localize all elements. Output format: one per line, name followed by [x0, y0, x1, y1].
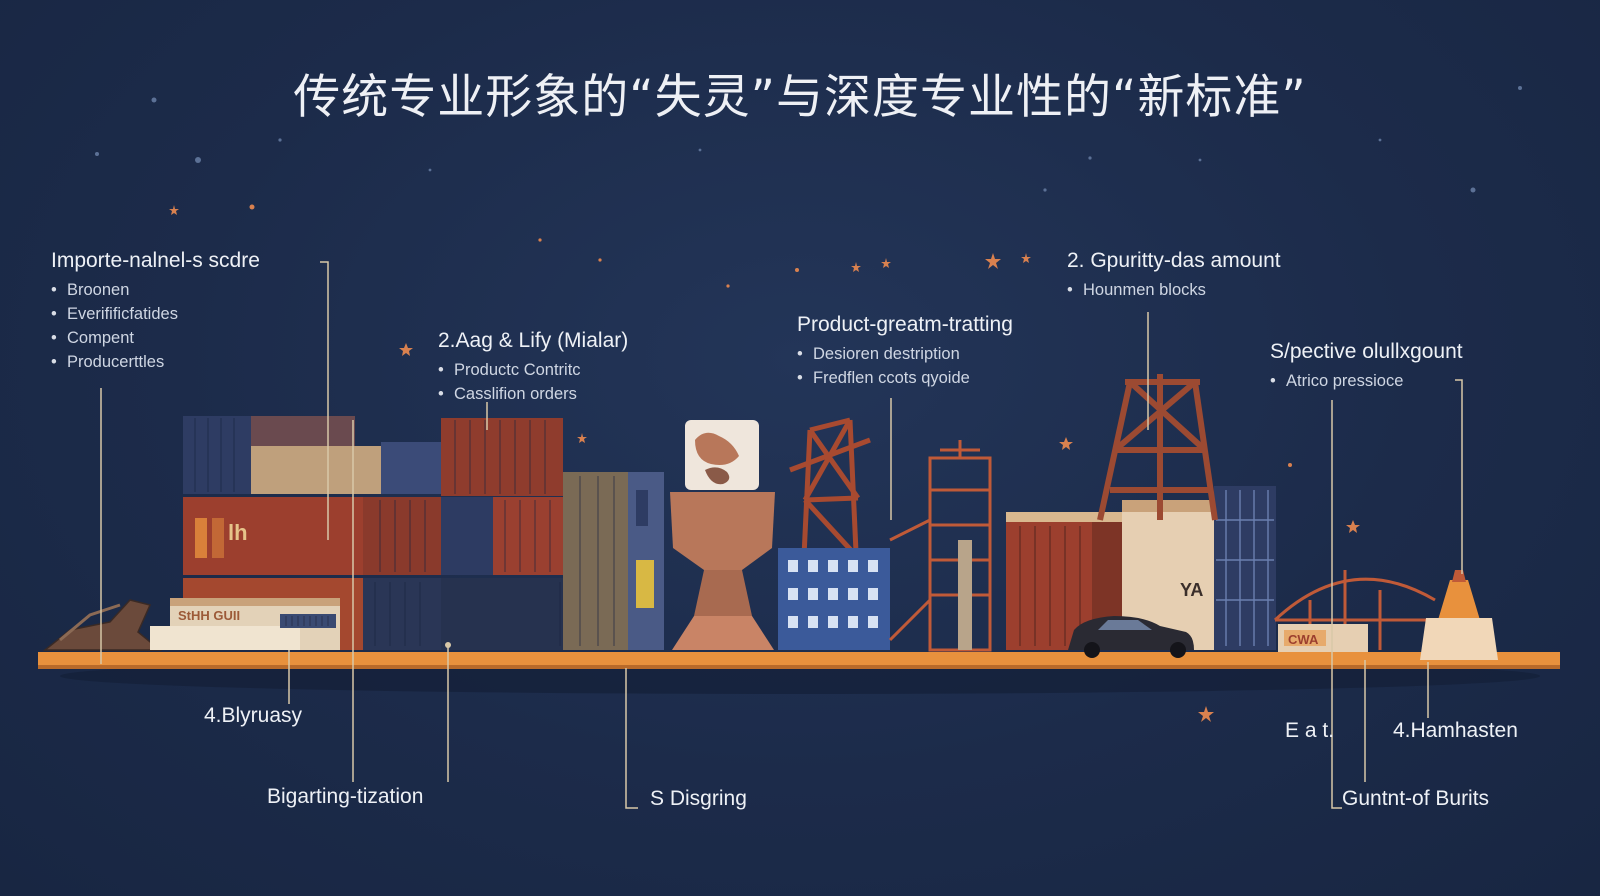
- callout-list: Broonen Everifificfatides Compent Produc…: [51, 281, 260, 372]
- callout-heading: Product-greatm-tratting: [797, 313, 1013, 336]
- crate-label-bg: [1284, 630, 1326, 646]
- monument-sculpture: [670, 420, 775, 650]
- dot-icon: [795, 268, 799, 272]
- ground-edge: [38, 665, 1560, 669]
- callout-importe: Importe-nalnel-s scdre Broonen Everififi…: [51, 249, 260, 377]
- label-hamhasten: 4.Hamhasten: [1393, 719, 1518, 742]
- star-icon: [851, 262, 861, 272]
- faint-stars: [95, 86, 1522, 193]
- list-item: Compent: [51, 329, 260, 348]
- star-icon: [1198, 706, 1214, 722]
- callout-gpuritty: 2. Gpuritty-das amount Hounmen blocks: [1067, 249, 1281, 305]
- callout-list: Atrico pressioce: [1270, 372, 1463, 391]
- crate-sign: CWA: [1288, 632, 1319, 647]
- list-item: Productc Contritc: [438, 361, 628, 380]
- container-mark: lh: [228, 520, 248, 545]
- callout-aag-lify: 2.Aag & Lify (Mialar) Productc Contritc …: [438, 329, 628, 409]
- dot-icon: [598, 258, 602, 262]
- dot-icon: [538, 238, 542, 242]
- list-item: Hounmen blocks: [1067, 281, 1281, 300]
- warehouse-shed: [150, 598, 340, 650]
- label-guntnt: Guntnt-of Burits: [1342, 787, 1490, 810]
- callout-heading: Importe-nalnel-s scdre: [51, 249, 260, 272]
- leader-lines: [100, 261, 1463, 809]
- star-icon: [1021, 253, 1031, 263]
- star-icon: [985, 253, 1001, 269]
- leader-dot: [445, 642, 451, 648]
- dot-icon: [249, 204, 255, 210]
- callout-heading: 2. Gpuritty-das amount: [1067, 249, 1281, 272]
- container-stack-left: [183, 416, 664, 650]
- car-icon: [1068, 616, 1194, 658]
- list-item: Fredflen ccots qyoide: [797, 369, 1013, 388]
- excavator: [42, 599, 163, 651]
- label-eat: E a t.: [1285, 719, 1335, 742]
- callout-spective: S/pective olullxgount Atrico pressioce: [1270, 340, 1463, 396]
- label-disgring: S Disgring: [650, 787, 747, 810]
- callout-list: Hounmen blocks: [1067, 281, 1281, 300]
- star-icon: [399, 343, 413, 356]
- blue-building: [778, 548, 890, 650]
- scaffold-column: [958, 540, 972, 650]
- list-item: Atrico pressioce: [1270, 372, 1463, 391]
- star-field: [169, 204, 1360, 722]
- star-icon: [1059, 437, 1073, 450]
- dot-icon: [1288, 463, 1292, 467]
- star-icon: [169, 205, 179, 215]
- star-icon: [577, 433, 587, 443]
- list-item: Desioren destription: [797, 345, 1013, 364]
- oil-derrick: [1097, 374, 1218, 521]
- star-icon: [881, 258, 891, 268]
- block-sign: YA: [1180, 580, 1203, 600]
- list-item: Broonen: [51, 281, 260, 300]
- shed-sign: StHH GUII: [178, 608, 240, 623]
- pagoda-icon: [1420, 570, 1498, 660]
- callout-heading: S/pective olullxgount: [1270, 340, 1463, 363]
- list-item: Producerttles: [51, 353, 260, 372]
- dot-icon: [726, 284, 730, 288]
- callout-heading: 2.Aag & Lify (Mialar): [438, 329, 629, 352]
- list-item: Casslifion orders: [438, 385, 628, 404]
- callout-product-greatm: Product-greatm-tratting Desioren destrip…: [797, 313, 1013, 393]
- label-bigarting: Bigarting-tization: [267, 785, 424, 808]
- list-item: Everifificfatides: [51, 305, 260, 324]
- page-title: 传统专业形象的“失灵”与深度专业性的“新标准”: [293, 70, 1307, 125]
- callout-list: Productc Contritc Casslifion orders: [438, 361, 628, 404]
- callout-list: Desioren destription Fredflen ccots qyoi…: [797, 345, 1013, 388]
- star-icon: [1346, 520, 1360, 533]
- scaffold-tower: [888, 440, 992, 652]
- label-blyruasy: 4.Blyruasy: [204, 704, 303, 727]
